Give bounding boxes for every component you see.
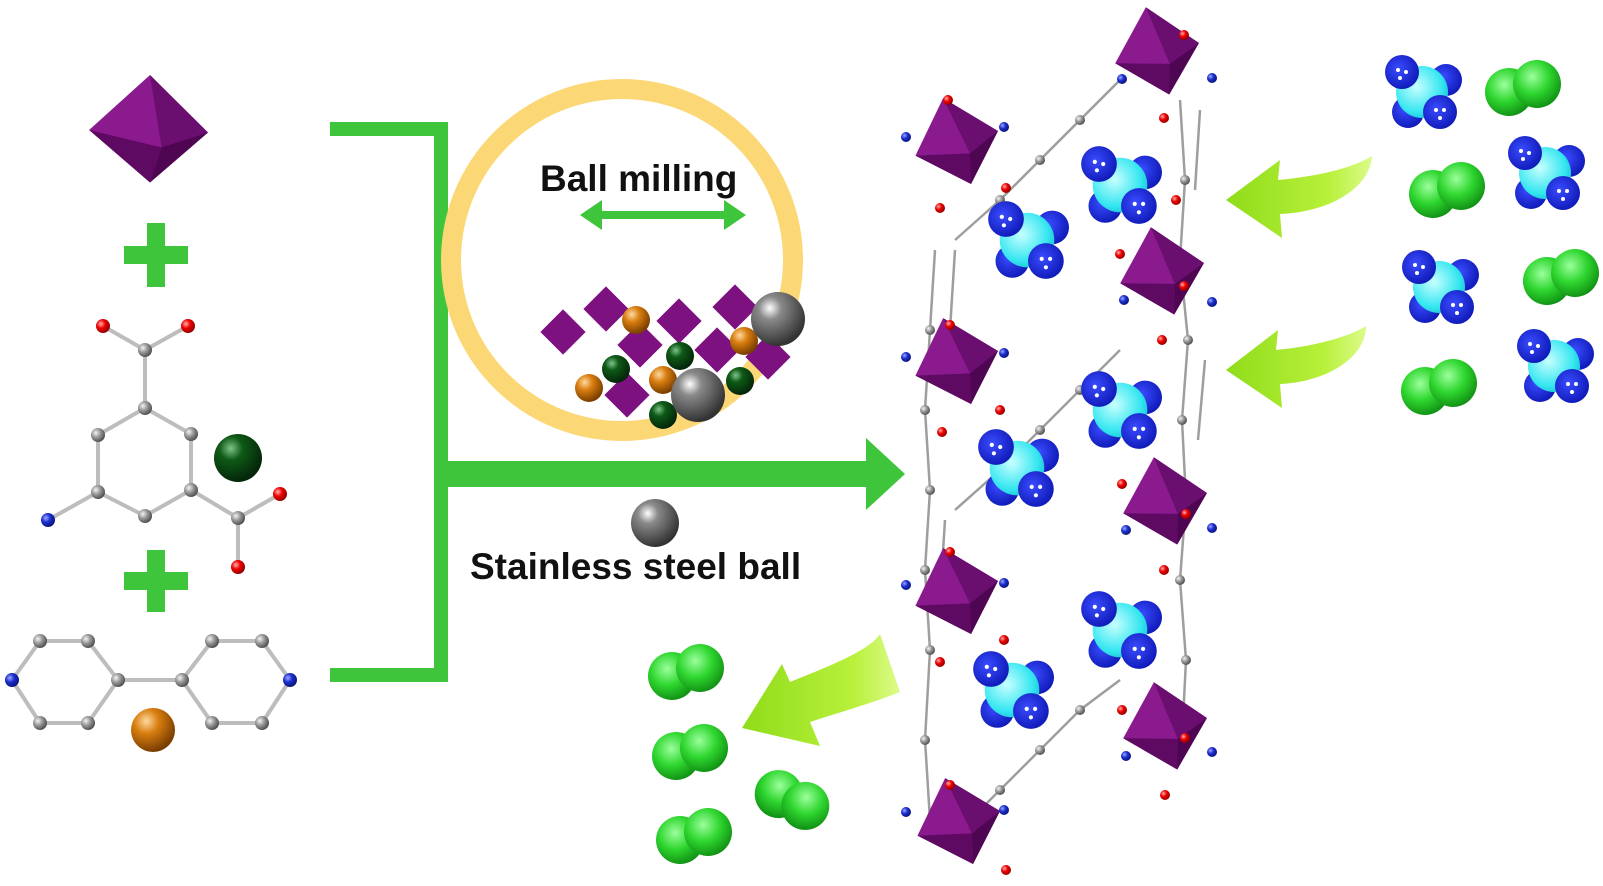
plus-icon xyxy=(124,223,188,287)
steel-ball-icon xyxy=(631,499,679,547)
metal-octahedron-reactant xyxy=(89,75,208,183)
mof-framework-icon xyxy=(901,0,1218,878)
adsorption-arrow-icon xyxy=(1226,156,1372,238)
orange-ball-icon xyxy=(131,708,175,752)
release-arrow-icon xyxy=(742,634,900,746)
adsorption-arrow-icon xyxy=(1226,326,1366,408)
double-arrow-icon xyxy=(580,200,746,230)
bipyridine-molecule-icon xyxy=(5,634,297,752)
ball-milling-label: Ball milling xyxy=(540,158,738,199)
aminoisophthalate-molecule-icon xyxy=(41,319,287,574)
ball-mill-jar-icon xyxy=(441,79,805,441)
octahedron-icon xyxy=(89,75,208,183)
stainless-steel-ball-label: Stainless steel ball xyxy=(470,546,802,587)
plus-icon xyxy=(124,550,188,612)
gas-molecule-group xyxy=(1385,55,1599,415)
dark-green-ball-icon xyxy=(214,434,262,482)
